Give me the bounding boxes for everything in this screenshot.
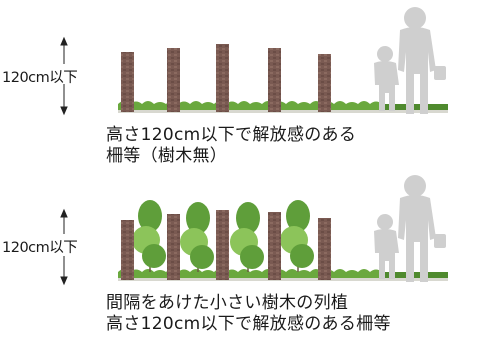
bottom-trees <box>132 200 314 272</box>
bottom-caption-line-2: 高さ120cm以下で解放感のある柵等 <box>106 314 391 334</box>
tree <box>132 200 166 272</box>
fence-post <box>268 212 281 280</box>
top-height-arrow <box>60 36 68 116</box>
fence-post <box>216 44 229 112</box>
tree <box>180 202 214 272</box>
top-caption-line-2: 柵等（樹木無） <box>106 146 228 166</box>
bottom-ground-grass <box>118 269 448 281</box>
bottom-height-label: 120cm以下 <box>2 240 78 256</box>
top-caption-line-1: 高さ120cm以下で解放感のある <box>106 125 357 145</box>
fence-post <box>121 52 134 112</box>
bottom-caption-line-1: 間隔をあけた小さい樹木の列植 <box>106 293 349 313</box>
bottom-person-silhouette <box>374 175 446 282</box>
tree <box>230 202 264 272</box>
top-person-silhouette <box>374 7 446 114</box>
top-height-label: 120cm以下 <box>2 70 78 86</box>
fence-post <box>216 210 229 280</box>
top-fence-posts <box>121 44 331 112</box>
fence-post <box>318 218 331 280</box>
bottom-caption: 間隔をあけた小さい樹木の列植 高さ120cm以下で解放感のある柵等 <box>106 293 391 335</box>
tree <box>280 200 314 272</box>
bottom-fence-posts <box>121 210 331 280</box>
top-caption: 高さ120cm以下で解放感のある 柵等（樹木無） <box>106 125 356 167</box>
fence-post <box>167 48 180 112</box>
top-ground-grass <box>118 101 448 113</box>
fence-post <box>318 54 331 112</box>
bottom-height-arrow <box>60 208 68 286</box>
fence-post <box>268 48 281 112</box>
fence-post <box>121 220 134 280</box>
fence-post <box>167 214 180 280</box>
